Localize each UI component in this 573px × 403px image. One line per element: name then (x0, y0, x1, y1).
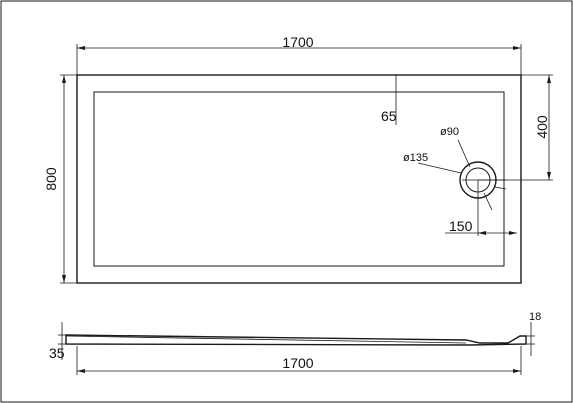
tray-inner-outline (93, 91, 505, 267)
side-length-label: 1700 (282, 355, 313, 371)
length-dimension-top (76, 44, 522, 75)
waste-from-top-label: 400 (534, 115, 550, 139)
thickness-dimension (58, 322, 66, 360)
waste-from-top-dimension (396, 74, 553, 181)
waste-from-end-label: 150 (449, 218, 473, 234)
side-view: 35 18 1700 (49, 311, 541, 375)
plan-length-label: 1700 (282, 34, 313, 50)
plan-view: 1700 800 65 400 (43, 34, 553, 284)
waste-offset-label: 65 (381, 108, 397, 124)
tray-side-profile (65, 334, 527, 346)
side-end-height-label: 18 (529, 311, 541, 323)
inner-diameter-leader (457, 139, 493, 211)
waste-inner-dia-label: ø90 (440, 126, 459, 138)
waste-outlet (459, 161, 506, 199)
outer-diameter-leader (417, 162, 507, 190)
waste-outer-dia-label: ø135 (403, 152, 428, 164)
tray-outer-outline (76, 74, 522, 284)
length-dimension-bottom (76, 346, 522, 375)
waste-from-end-dimension (445, 180, 517, 236)
plan-width-label: 800 (43, 167, 59, 191)
width-dimension-left (60, 74, 77, 284)
end-height-dimension (526, 322, 535, 356)
side-thickness-label: 35 (49, 345, 65, 361)
